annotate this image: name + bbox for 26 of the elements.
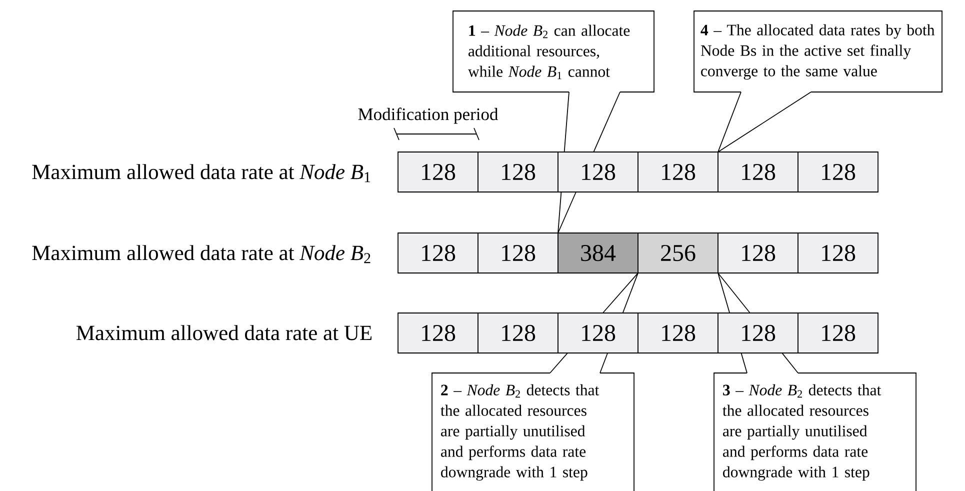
callout-box: 3 – Node B$_{2}$ detects that the allocated resources are partially unutilised and performs data rate downgrade with 1 step <box>714 372 916 491</box>
rate-cell: 128 <box>798 152 878 192</box>
rate-cell: 128 <box>558 152 638 192</box>
rate-cell: 128 <box>718 152 798 192</box>
row-label: Maximum allowed data rate at UE <box>76 325 372 340</box>
rate-cell: 384 <box>558 232 638 274</box>
rate-cell: 128 <box>798 232 878 274</box>
rate-cell: 128 <box>398 232 478 274</box>
rate-cell: 128 <box>718 232 798 274</box>
rate-cell: 128 <box>558 312 638 354</box>
rate-cell: 256 <box>638 232 718 274</box>
row-label: Maximum allowed data rate at Node B$_{1}$ <box>32 164 370 182</box>
rate-cell: 128 <box>478 312 558 354</box>
rate-cell: 128 <box>398 312 478 354</box>
rate-cell: 128 <box>478 232 558 274</box>
rate-cell: 128 <box>638 152 718 192</box>
row-label: Maximum allowed data rate at Node B$_{2}$ <box>32 245 370 264</box>
callout-box: 1 – Node B$_{2}$ can allocate additional resources, while Node B$_{1}$ cannot <box>452 10 654 92</box>
callout-box: 4 – The allocated data rates by both Node Bs in the active set finally converge to the same value <box>694 10 942 92</box>
period-label: Modification period <box>358 108 498 124</box>
rate-cell: 128 <box>638 312 718 354</box>
rate-cell: 128 <box>718 312 798 354</box>
rate-cell: 128 <box>398 152 478 192</box>
callout-box: 2 – Node B$_{2}$ detects that the allocated resources are partially unutilised and performs data rate downgrade with 1 step <box>432 372 634 491</box>
rate-cell: 128 <box>798 312 878 354</box>
rate-cell: 128 <box>478 152 558 192</box>
